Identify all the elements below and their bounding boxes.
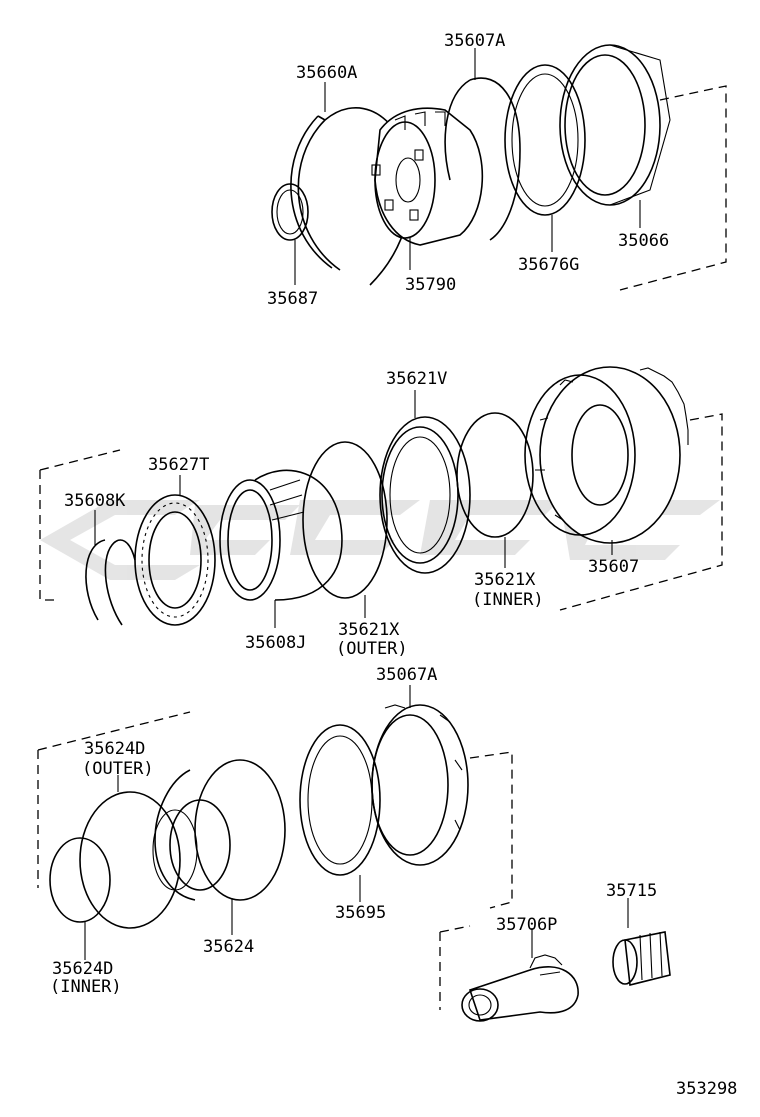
group-boundary-top	[619, 85, 727, 291]
label-35066: 35066	[618, 231, 669, 251]
label-35660A: 35660A	[296, 63, 357, 83]
part-35621X-outer-oring	[302, 441, 388, 599]
label-35624D-outer: 35624D	[84, 739, 145, 759]
part-35687-plate	[271, 183, 309, 241]
part-35790-drum	[371, 107, 484, 246]
label-35624: 35624	[203, 937, 254, 957]
label-35624D-inner-note: (INNER)	[50, 977, 122, 997]
label-35624D-outer-note: (OUTER)	[82, 759, 154, 779]
part-35706P-shaft	[461, 954, 579, 1022]
group-boundary-bot-mid	[469, 751, 513, 909]
part-35608K-snap-ring	[85, 539, 136, 626]
label-35621X-outer-note: (OUTER)	[336, 639, 408, 659]
leaders-mid	[94, 390, 613, 628]
label-35627T: 35627T	[148, 455, 209, 475]
label-35695: 35695	[335, 903, 386, 923]
part-35695-plate	[299, 724, 381, 876]
label-35067A: 35067A	[376, 665, 437, 685]
label-35706P: 35706P	[496, 915, 557, 935]
leaders-top	[294, 48, 641, 285]
group-boundary-bot-right	[439, 925, 471, 1010]
leaders-bottom	[84, 685, 629, 960]
label-35621X-outer: 35621X	[338, 620, 400, 640]
label-35676G: 35676G	[518, 255, 579, 275]
part-35621X-inner-oring	[456, 412, 534, 538]
part-35627T-bearing	[134, 494, 216, 626]
part-35676G-plate	[504, 64, 586, 216]
label-35608K: 35608K	[64, 491, 126, 511]
part-35608J-piston	[219, 469, 343, 601]
label-35608J: 35608J	[245, 633, 306, 653]
label-35790: 35790	[405, 275, 456, 295]
part-35715-sleeve	[612, 931, 671, 986]
part-35066-ring	[559, 44, 671, 206]
part-35607A-snap-ring	[444, 77, 521, 241]
part-35621V-piston	[379, 416, 471, 574]
label-35624D-inner: 35624D	[52, 959, 113, 979]
label-35621V: 35621V	[386, 369, 447, 389]
part-35624D-orings	[49, 791, 181, 929]
label-35687: 35687	[267, 289, 318, 309]
label-35607A: 35607A	[444, 31, 505, 51]
label-35607: 35607	[588, 557, 639, 577]
part-35067A-hub	[371, 704, 469, 866]
group-boundary-mid-right	[559, 413, 723, 611]
group-boundary-mid-left	[39, 449, 121, 601]
part-35624-piston	[152, 759, 286, 901]
label-35715: 35715	[606, 881, 657, 901]
label-35621X-inner: 35621X	[474, 570, 536, 590]
figure-number: 353298	[676, 1079, 737, 1099]
part-35607-clutch-drum	[524, 366, 689, 544]
label-35621X-inner-note: (INNER)	[472, 590, 544, 610]
group-boundary-bot-left	[37, 711, 191, 888]
